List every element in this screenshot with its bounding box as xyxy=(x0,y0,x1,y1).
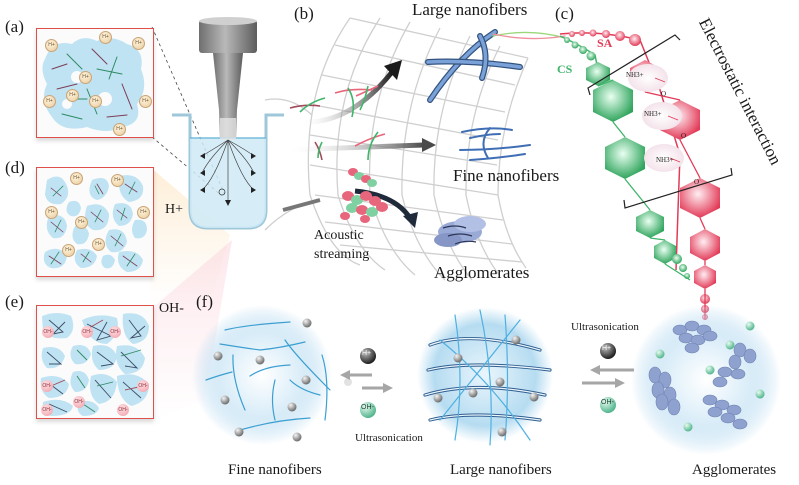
oh-ion-badge: OH- xyxy=(81,326,93,338)
bead-cluster-b xyxy=(340,168,388,223)
state-label-large-nanofibers: Large nanofibers xyxy=(450,462,552,478)
h-ion-badge: H+ xyxy=(43,95,56,108)
oh-ion-badge: OH- xyxy=(109,326,121,338)
oh-ion-badge: OH- xyxy=(73,396,85,408)
arrow-to-large-nanofibers xyxy=(299,70,394,125)
projection-beam-e xyxy=(150,240,232,420)
dispersed-gel-art xyxy=(43,175,147,272)
amine-group-label: NH3+ xyxy=(656,156,674,164)
ultrasonication-label-1: Ultrasonication xyxy=(355,432,423,444)
h-ion-badge: H+ xyxy=(89,95,102,108)
large-nanofibers-b xyxy=(425,29,566,103)
h-ion-ball-1 xyxy=(360,348,376,364)
carboxyl-label: O xyxy=(661,90,667,98)
outcome-label-large-nanofibers: Large nanofibers xyxy=(412,0,528,19)
oh-ion-label-2: OH- xyxy=(601,399,614,406)
acoustic-streaming-label-1: Acoustic xyxy=(314,228,364,243)
h-ion-badge: H+ xyxy=(75,216,88,229)
h-ion-badge: H+ xyxy=(132,37,145,50)
h-ion-badge: H+ xyxy=(79,71,92,84)
outcome-label-fine-nanofibers: Fine nanofibers xyxy=(453,166,560,185)
h-ion-badge: H+ xyxy=(62,244,75,257)
panel-label-e: (e) xyxy=(5,292,24,311)
h-ion-badge: H+ xyxy=(45,39,58,52)
carboxyl-label: O xyxy=(681,132,687,140)
arrow-to-fine-nanofibers xyxy=(284,142,425,153)
repeat-unit-bracket xyxy=(587,34,733,209)
h-ion-badge: H+ xyxy=(137,206,150,219)
oh-ion-label-1: OH- xyxy=(361,404,374,411)
fine-nanofibers-state xyxy=(192,305,352,445)
panel-label-f: (f) xyxy=(196,292,213,311)
arrow-to-agglomerates xyxy=(354,188,413,220)
agglomerate-b xyxy=(434,216,486,247)
inset-a-gel-network: H+ H+ H+ H+ H+ H+ H+ H+ H+ xyxy=(36,28,154,138)
oh-ion-badge: OH- xyxy=(42,326,54,338)
agglomerates-state xyxy=(631,305,781,455)
h-ion-badge: H+ xyxy=(45,206,58,219)
carboxyl-label: O xyxy=(694,178,700,186)
ion-label-oh: OH- xyxy=(159,301,184,316)
ultrasonication-label-2: Ultrasonication xyxy=(571,321,639,333)
cs-chain xyxy=(559,35,691,281)
entangled-gel-art xyxy=(40,313,149,416)
amine-group-label: NH3+ xyxy=(626,71,644,79)
panel-label-a: (a) xyxy=(5,17,24,36)
h-ion-badge: H+ xyxy=(66,89,79,102)
cs-chain-label: CS xyxy=(557,62,573,76)
state-label-agglomerates: Agglomerates xyxy=(692,462,777,478)
panel-label-b: (b) xyxy=(294,4,314,23)
oh-ion-ball-1 xyxy=(360,402,376,418)
ion-label-h: H+ xyxy=(165,202,184,217)
h-ion-label-1: H+ xyxy=(362,350,372,357)
h-ion-badge: H+ xyxy=(99,31,112,44)
amine-group-label: NH3+ xyxy=(644,110,662,118)
oh-ion-badge: OH- xyxy=(117,404,129,416)
panel-label-c: (c) xyxy=(555,4,574,23)
outcome-label-agglomerates: Agglomerates xyxy=(434,263,530,282)
panel-label-d: (d) xyxy=(5,158,25,177)
inset-e-entangled-gel: OH- OH- OH- OH- OH- OH- OH- OH- xyxy=(36,305,154,419)
h-ion-badge: H+ xyxy=(70,172,83,185)
fine-nanofibers-b xyxy=(459,127,531,161)
oh-ion-badge: OH- xyxy=(137,380,149,392)
acoustic-streaming-label-2: streaming xyxy=(314,247,370,262)
h-ion-badge: H+ xyxy=(92,238,105,251)
h-ion-ball-2 xyxy=(600,343,616,359)
oh-ion-badge: OH- xyxy=(41,380,53,392)
large-nanofibers-state xyxy=(417,307,553,446)
interaction-ovals xyxy=(628,64,684,172)
h-ion-badge: H+ xyxy=(113,123,126,136)
oh-ion-badge: OH- xyxy=(41,404,53,416)
beaker xyxy=(172,113,284,230)
sa-chain-label: SA xyxy=(597,36,613,50)
h-ion-badge: H+ xyxy=(139,95,152,108)
oh-ion-ball-2 xyxy=(600,397,616,413)
inset-d-dispersed-gel: H+ H+ H+ H+ H+ H+ H+ xyxy=(36,167,154,277)
gel-network-art xyxy=(42,38,145,131)
h-ion-label-2: H+ xyxy=(602,345,612,352)
equilibrium-arrows-2 xyxy=(582,368,634,385)
h-ion-badge: H+ xyxy=(111,174,124,187)
state-label-fine-nanofibers: Fine nanofibers xyxy=(228,462,322,478)
